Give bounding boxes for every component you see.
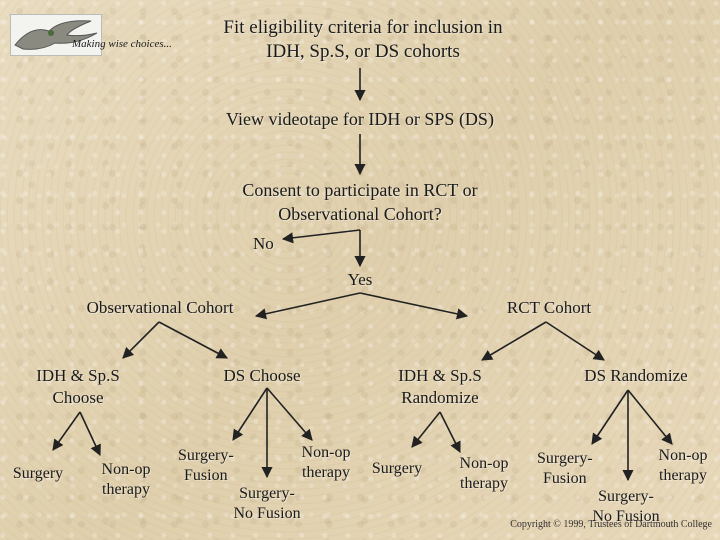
node-rct-cohort: RCT Cohort: [507, 297, 591, 319]
outcome-idhr-nonop: Non-op therapy: [460, 454, 509, 494]
outcome-dsc-fusion: Surgery- Fusion: [178, 446, 234, 486]
dsr-nonop-line-2: therapy: [659, 466, 708, 486]
consent-line-2: Observational Cohort?: [242, 202, 477, 226]
arrow-rct-to-ds: [546, 322, 604, 360]
arrow-yes-to-rct: [360, 293, 467, 316]
idhr-nonop-line-2: therapy: [460, 474, 509, 494]
consent-line-1: Consent to participate in RCT or: [242, 178, 477, 202]
dsr-fusion-line-1: Surgery-: [537, 449, 593, 469]
idh-randomize-line-2: Randomize: [398, 387, 482, 409]
node-idh-choose: IDH & Sp.S Choose: [36, 365, 120, 409]
page-title: Fit eligibility criteria for inclusion i…: [223, 16, 502, 64]
arrow-dsc-nonop: [267, 388, 312, 440]
dsr-nonop-line-1: Non-op: [659, 446, 708, 466]
dsr-fusion-line-2: Fusion: [537, 469, 593, 489]
dsc-fusion-line-2: Fusion: [178, 466, 234, 486]
outcome-dsr-fusion: Surgery- Fusion: [537, 449, 593, 489]
outcome-idhc-surgery: Surgery: [13, 464, 63, 484]
outcome-dsr-nonop: Non-op therapy: [659, 446, 708, 486]
title-line-2: IDH, Sp.S, or DS cohorts: [223, 40, 502, 64]
node-observational-cohort: Observational Cohort: [87, 297, 234, 319]
step-consent: Consent to participate in RCT or Observa…: [242, 178, 477, 226]
outcome-idhc-nonop: Non-op therapy: [102, 460, 151, 500]
arrow-dsr-fusion: [592, 390, 628, 444]
node-idh-randomize: IDH & Sp.S Randomize: [398, 365, 482, 409]
outcome-dsc-nofusion: Surgery- No Fusion: [233, 484, 300, 524]
arrow-dsr-nonop: [628, 390, 672, 444]
arrow-idhr-nonop: [440, 412, 460, 452]
dsr-nofusion-line-1: Surgery-: [592, 487, 659, 507]
arrow-obs-to-idh: [123, 322, 159, 358]
node-ds-randomize: DS Randomize: [584, 365, 687, 387]
arrow-obs-to-ds: [159, 322, 227, 358]
title-line-1: Fit eligibility criteria for inclusion i…: [223, 16, 502, 40]
dsc-nonop-line-1: Non-op: [302, 443, 351, 463]
label-no: No: [253, 233, 274, 255]
arrow-idhr-surgery: [412, 412, 440, 447]
arrow-yes-to-observational: [256, 293, 360, 316]
arrow-idhc-nonop: [80, 412, 100, 455]
arrow-rct-to-idh: [482, 322, 546, 360]
arrow-dsc-fusion: [233, 388, 267, 440]
label-yes: Yes: [348, 269, 373, 291]
outcome-dsc-nonop: Non-op therapy: [302, 443, 351, 483]
dsc-nofusion-line-2: No Fusion: [233, 504, 300, 524]
idh-randomize-line-1: IDH & Sp.S: [398, 365, 482, 387]
dsc-nonop-line-2: therapy: [302, 463, 351, 483]
step-view-videotape: View videotape for IDH or SPS (DS): [226, 107, 494, 131]
idhr-nonop-line-1: Non-op: [460, 454, 509, 474]
idh-choose-line-2: Choose: [36, 387, 120, 409]
idh-choose-line-1: IDH & Sp.S: [36, 365, 120, 387]
outcome-idhr-surgery: Surgery: [372, 459, 422, 479]
dsc-nofusion-line-1: Surgery-: [233, 484, 300, 504]
idhc-nonop-line-2: therapy: [102, 480, 151, 500]
copyright-notice: Copyright © 1999, Trustees of Dartmouth …: [510, 519, 712, 530]
arrow-consent-to-no: [283, 230, 360, 239]
arrow-idhc-surgery: [53, 412, 80, 450]
node-ds-choose: DS Choose: [224, 365, 301, 387]
idhc-nonop-line-1: Non-op: [102, 460, 151, 480]
dsc-fusion-line-1: Surgery-: [178, 446, 234, 466]
